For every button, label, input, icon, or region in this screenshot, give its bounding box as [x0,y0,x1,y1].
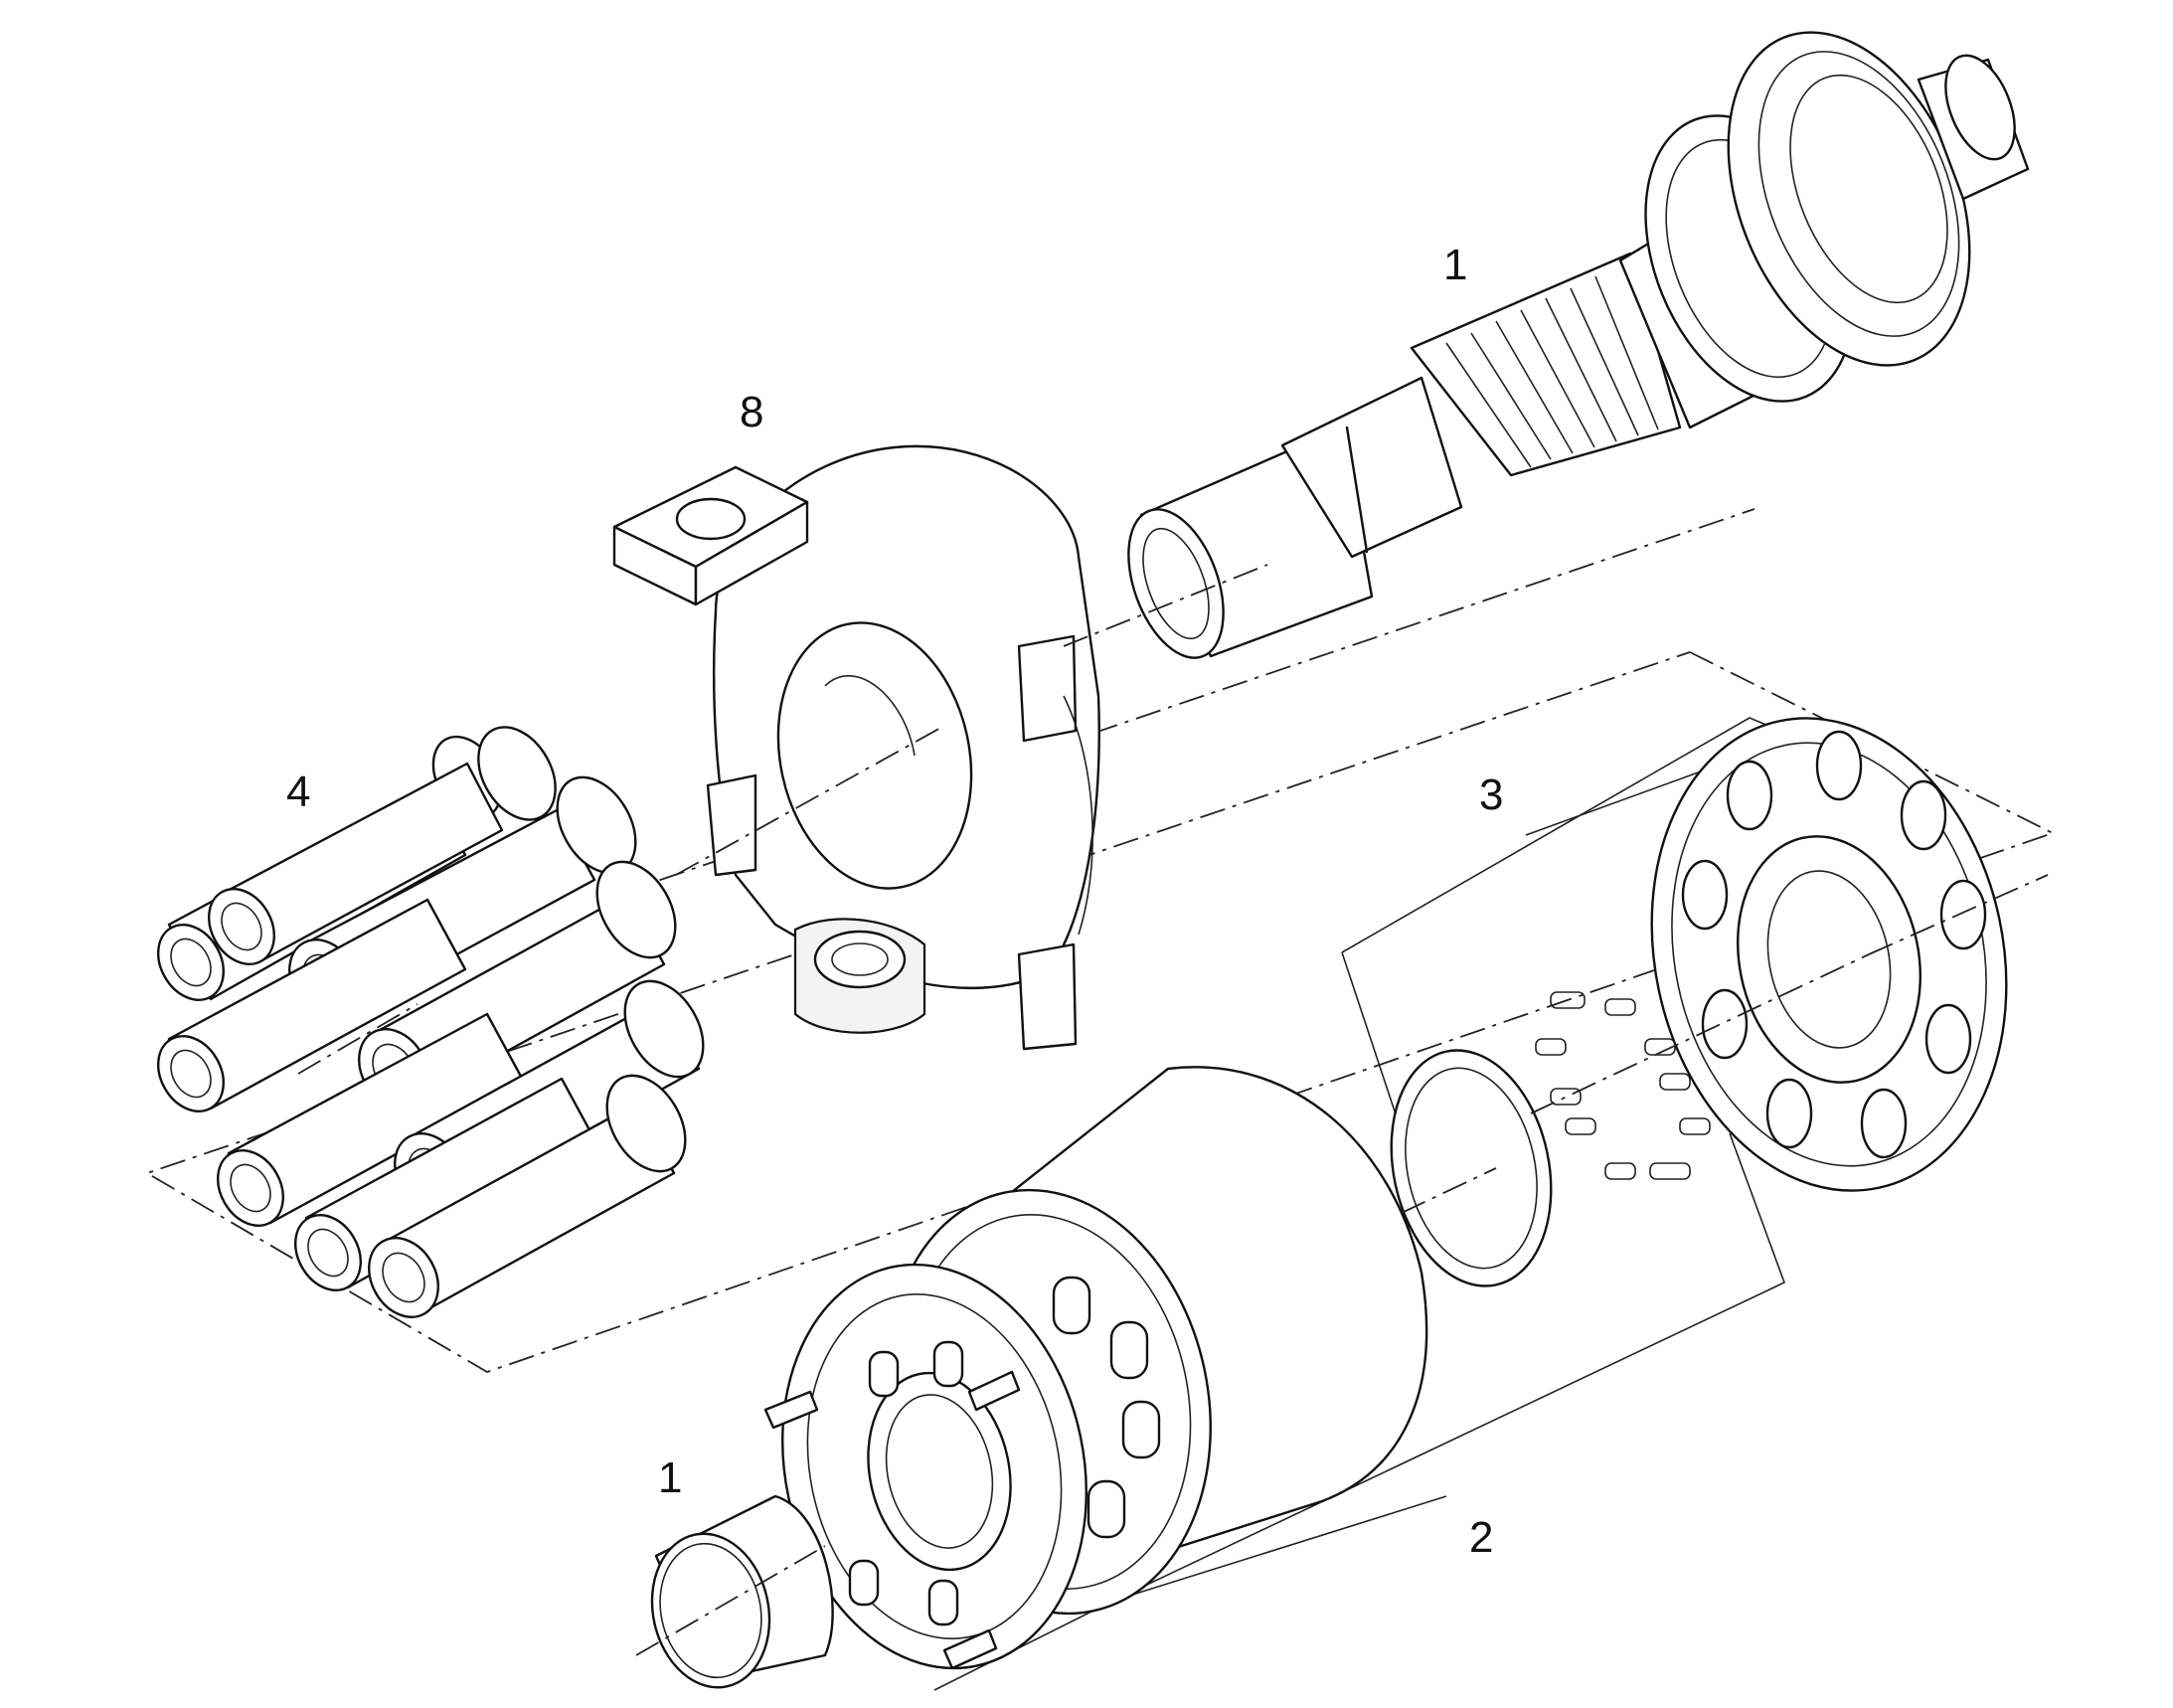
callout-swashplate: 8 [740,388,764,436]
drive-shaft [1127,31,2030,659]
spring-set [1535,991,1711,1180]
thrust-ring [1390,1049,1553,1287]
retainer-plate [1650,717,2008,1192]
callout-bushing: 1 [658,1453,683,1502]
callout-cylinder-kit: 2 [1469,1513,1494,1562]
callout-shaft: 1 [1443,241,1468,289]
swashplate [612,444,1100,1051]
center-lines [297,564,2049,1656]
callout-pistons: 4 [286,768,311,816]
valve-plate [763,1263,1087,1670]
bushing [650,1494,834,1689]
callout-retainer-kit: 3 [1479,770,1504,819]
piston-set [157,726,705,1318]
